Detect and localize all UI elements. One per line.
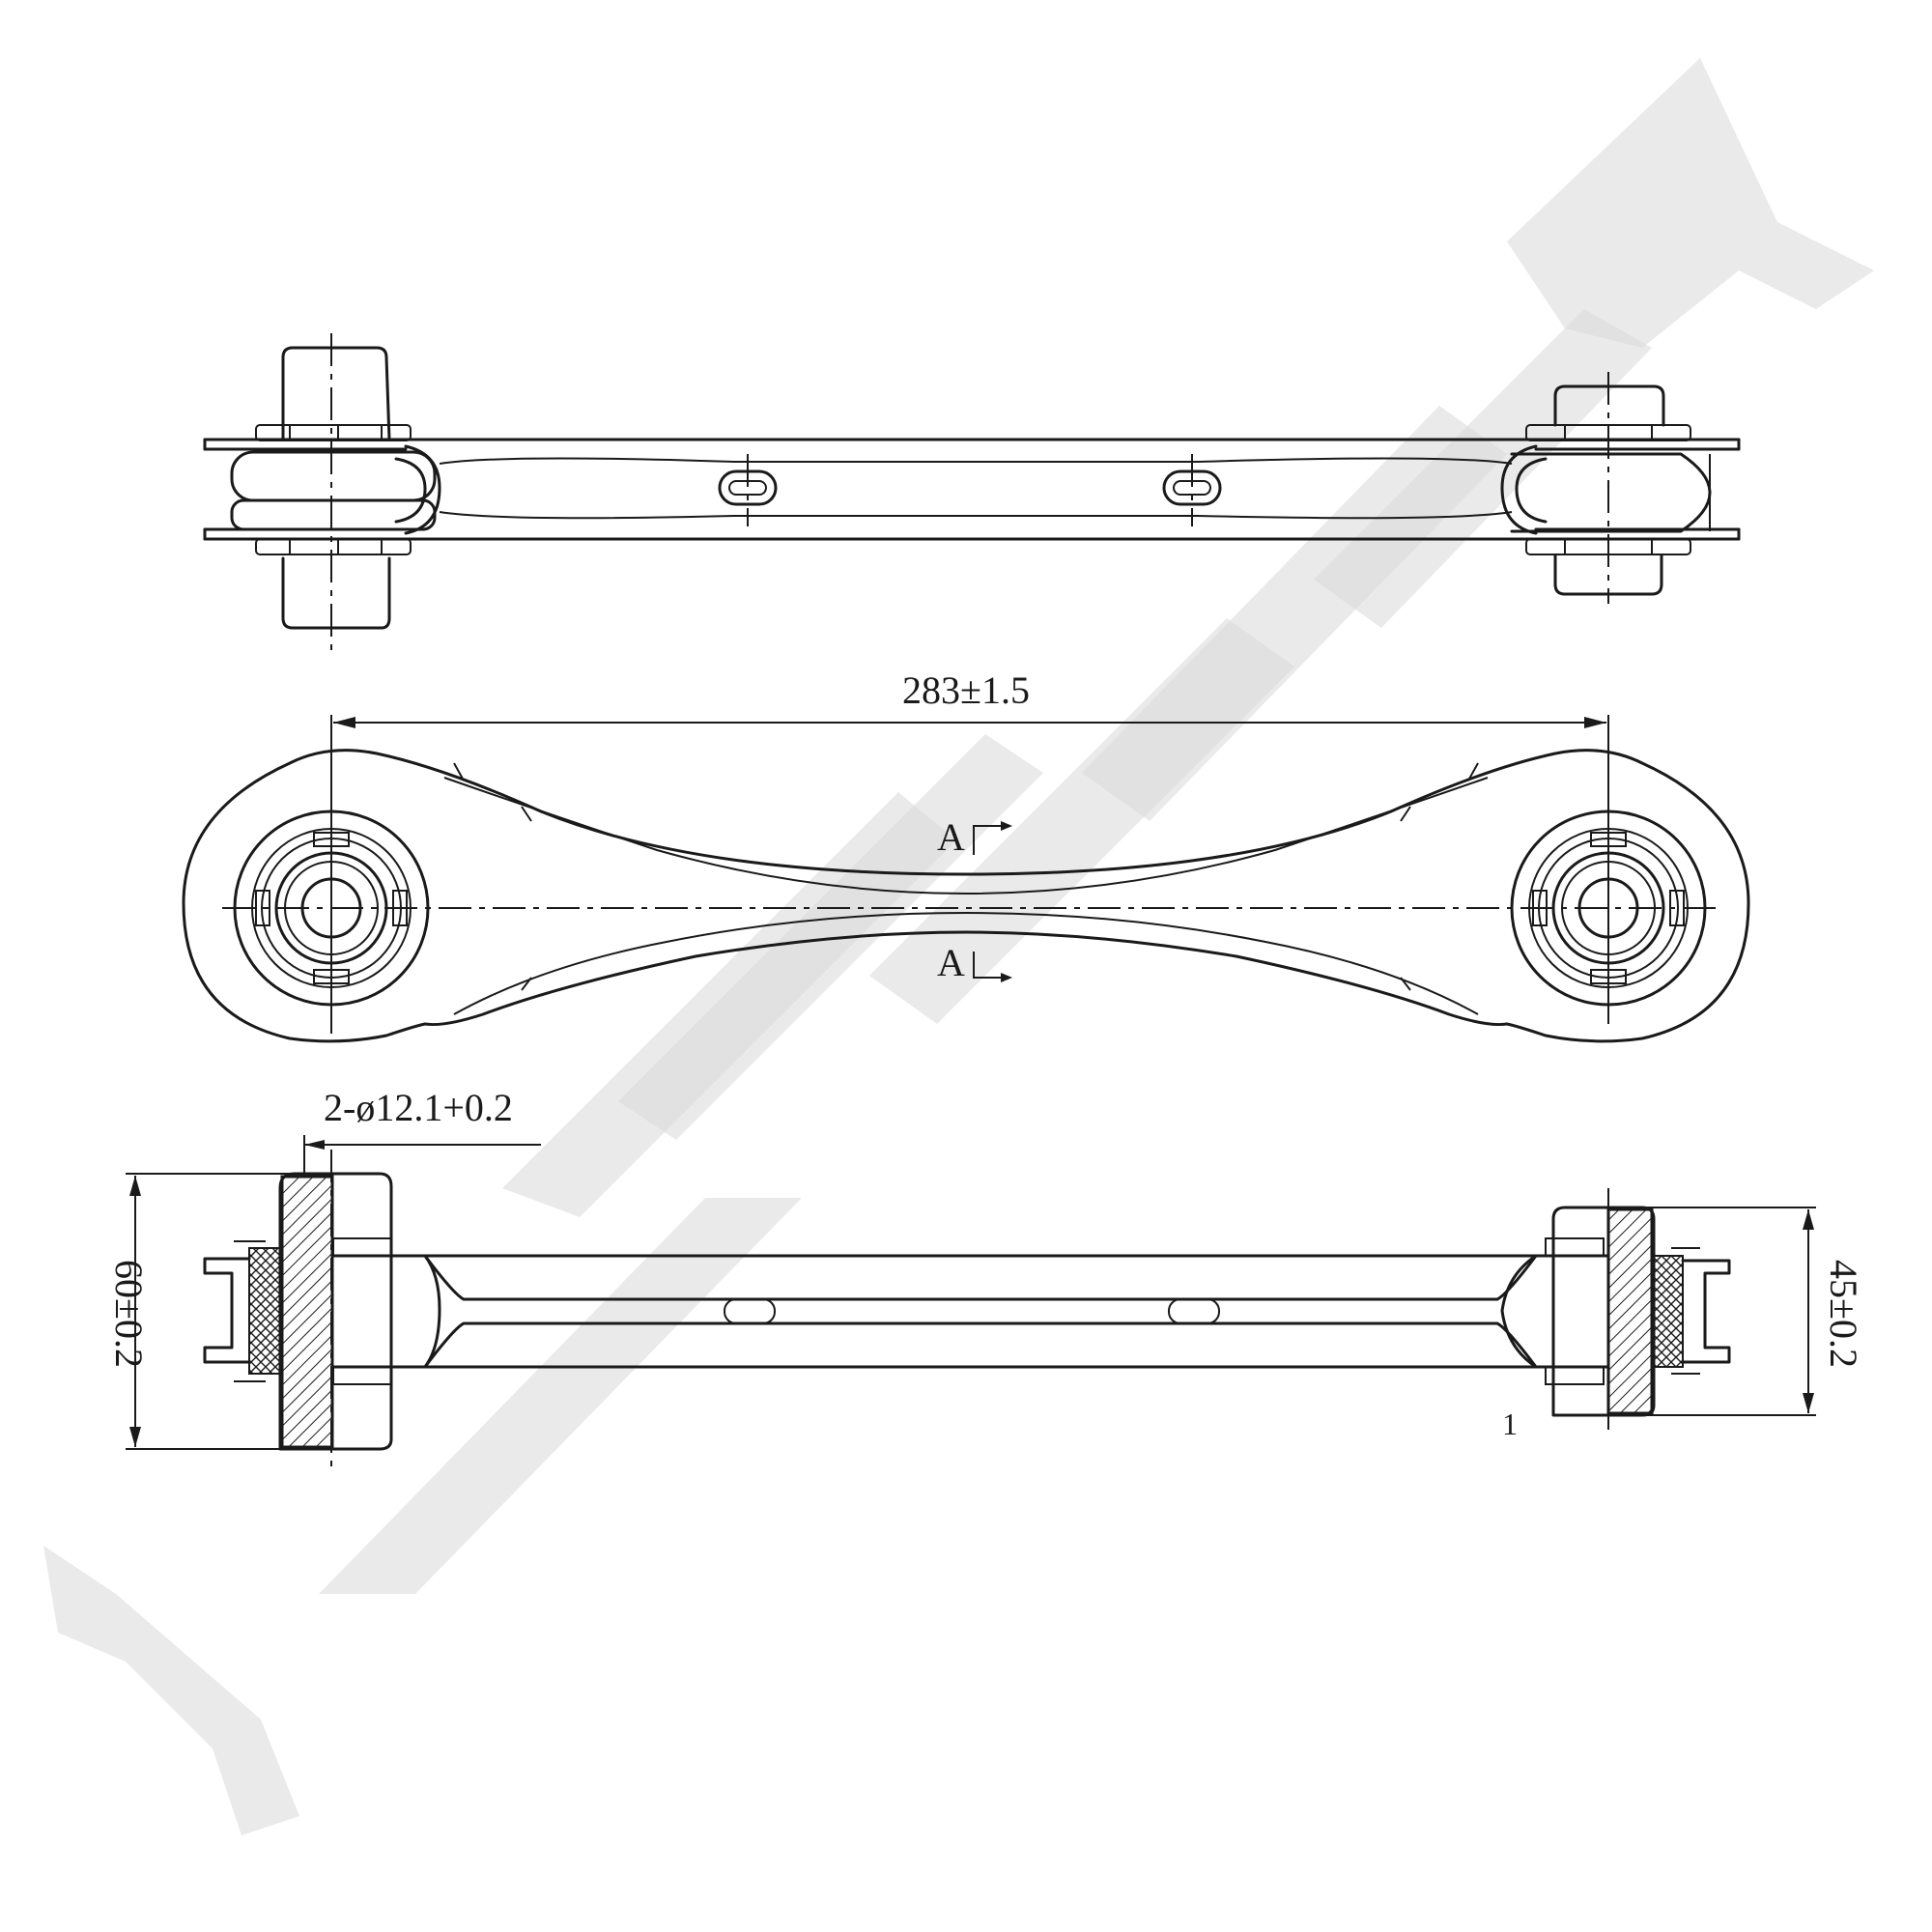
section-mark-bottom: A bbox=[937, 941, 965, 984]
bore-dimension-label: 2-ø12.1+0.2 bbox=[324, 1086, 513, 1129]
front-view: 283±1.5 A bbox=[182, 668, 1750, 1043]
top-view bbox=[203, 333, 1741, 652]
section-mark-top: A bbox=[937, 815, 965, 859]
watermark-logo bbox=[43, 58, 1874, 1835]
left-height-dimension-label: 60±0.2 bbox=[107, 1260, 151, 1368]
right-height-dimension-label: 45±0.2 bbox=[1822, 1260, 1865, 1368]
section-view: 2-ø12.1+0.2 60±0.2 45±0.2 bbox=[107, 1086, 1865, 1468]
length-dimension-label: 283±1.5 bbox=[902, 668, 1030, 712]
part-callout: 1 bbox=[1502, 1406, 1518, 1441]
